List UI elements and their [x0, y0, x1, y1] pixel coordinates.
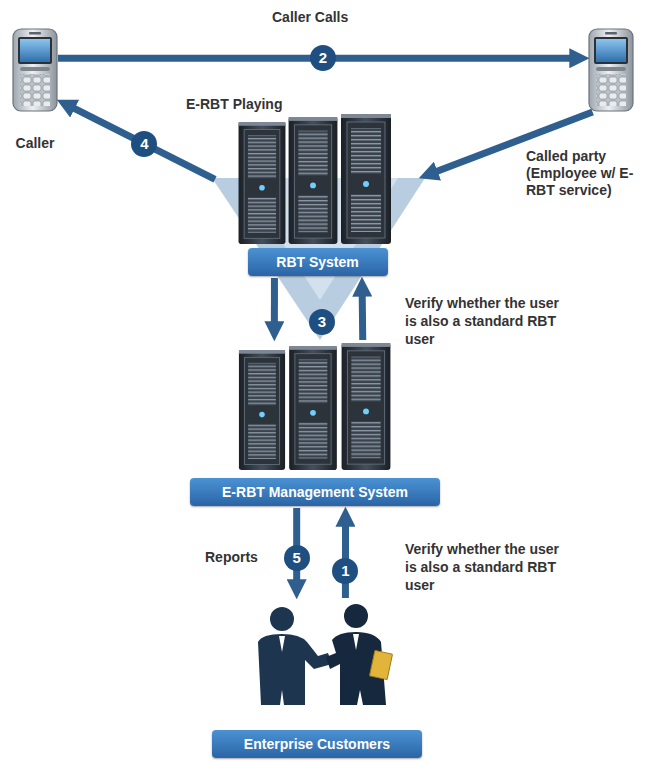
callout-number: 1	[332, 558, 358, 584]
arrow-label: Reports	[205, 548, 258, 566]
callout-number: 3	[309, 309, 335, 335]
system-label: RBT System	[248, 248, 388, 276]
caller-phone	[13, 29, 57, 111]
illustration-part	[239, 122, 286, 244]
management-system-node: E-RBT Management System	[188, 340, 442, 508]
flow-arrow	[431, 112, 592, 173]
illustration-part	[289, 117, 338, 244]
arrow-label: Verify whether the user is also a standa…	[405, 540, 567, 594]
arrow-label: E-RBT Playing	[186, 95, 282, 113]
phone-caption: Called party (Employee w/ E-RBT service)	[526, 148, 638, 199]
flow-arrow	[69, 106, 215, 180]
illustration-part	[239, 350, 285, 470]
illustration-part	[353, 634, 359, 650]
caller-phone-node: Caller	[12, 28, 58, 112]
management-servers	[239, 343, 391, 470]
handshake-figures	[258, 604, 393, 705]
illustration-part	[369, 650, 392, 679]
illustration-part	[341, 114, 391, 244]
rbt-servers	[239, 114, 391, 244]
callout-number: 5	[284, 545, 310, 571]
called-party-node: Called party (Employee w/ E-RBT service)	[588, 28, 634, 112]
enterprise-node: Enterprise Customers	[210, 598, 424, 760]
phone-caption: Caller	[16, 135, 55, 152]
arrow-label: Caller Calls	[272, 8, 348, 26]
called-phone	[589, 29, 633, 111]
illustration-part	[279, 636, 285, 652]
illustration-part	[258, 634, 332, 705]
arrow-label: Verify whether the user is also a standa…	[405, 294, 567, 348]
system-label: E-RBT Management System	[190, 478, 440, 506]
illustration-part	[58, 58, 593, 598]
flow-arrow	[271, 278, 278, 328]
rbt-system-node: RBT System	[215, 108, 420, 278]
illustration-part	[289, 346, 337, 470]
illustration-part	[342, 343, 391, 470]
callout-number: 2	[310, 45, 336, 71]
illustration-part	[270, 607, 294, 631]
callout-number: 4	[131, 131, 157, 157]
flow-arrow	[359, 290, 367, 340]
system-label: Enterprise Customers	[212, 730, 422, 758]
illustration-part	[344, 604, 368, 628]
